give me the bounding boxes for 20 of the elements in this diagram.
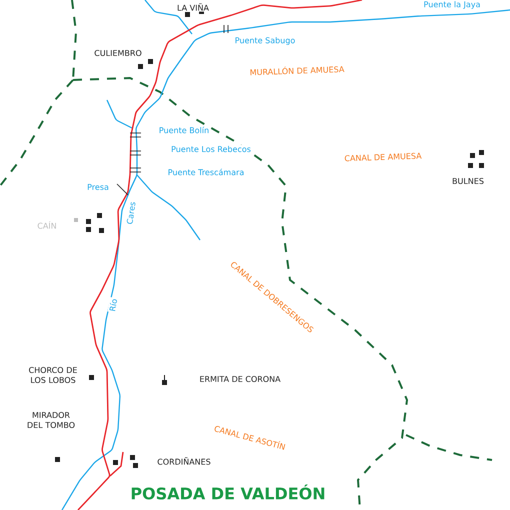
area-label: MURALLÓN DE AMUESA [248,64,346,76]
dam-label: Presa [86,183,110,191]
area-label: CANAL DE ASOTÍN [212,422,288,452]
village-label: CORDIÑANES [156,456,212,466]
place-label: MIRADOR DEL TOMBO [25,410,77,430]
place-label: ERMITA DE CORONA [198,374,282,384]
bridge-label: Puente la Jaya [422,0,482,10]
village-label: BULNES [451,176,485,186]
area-label: CANAL DE AMUESA [343,152,423,162]
place-label: CHORCO DE LOS LOBOS [21,366,85,384]
bridge-label: Puente Los Rebecos [170,144,252,154]
town-label: POSADA DE VALDEÓN [129,483,327,501]
river-label: Río [108,297,118,313]
bridge-label: Puente Trescámara [166,168,246,176]
village-label: CAÍN [36,220,58,230]
village-label: CULIEMBRO [93,48,143,58]
bridge-label: Puente Sabugo [234,36,296,46]
village-label: LA VIÑA [176,2,210,12]
bridge-label: Puente Bolín [158,126,210,134]
river-label: Cares [125,200,137,226]
